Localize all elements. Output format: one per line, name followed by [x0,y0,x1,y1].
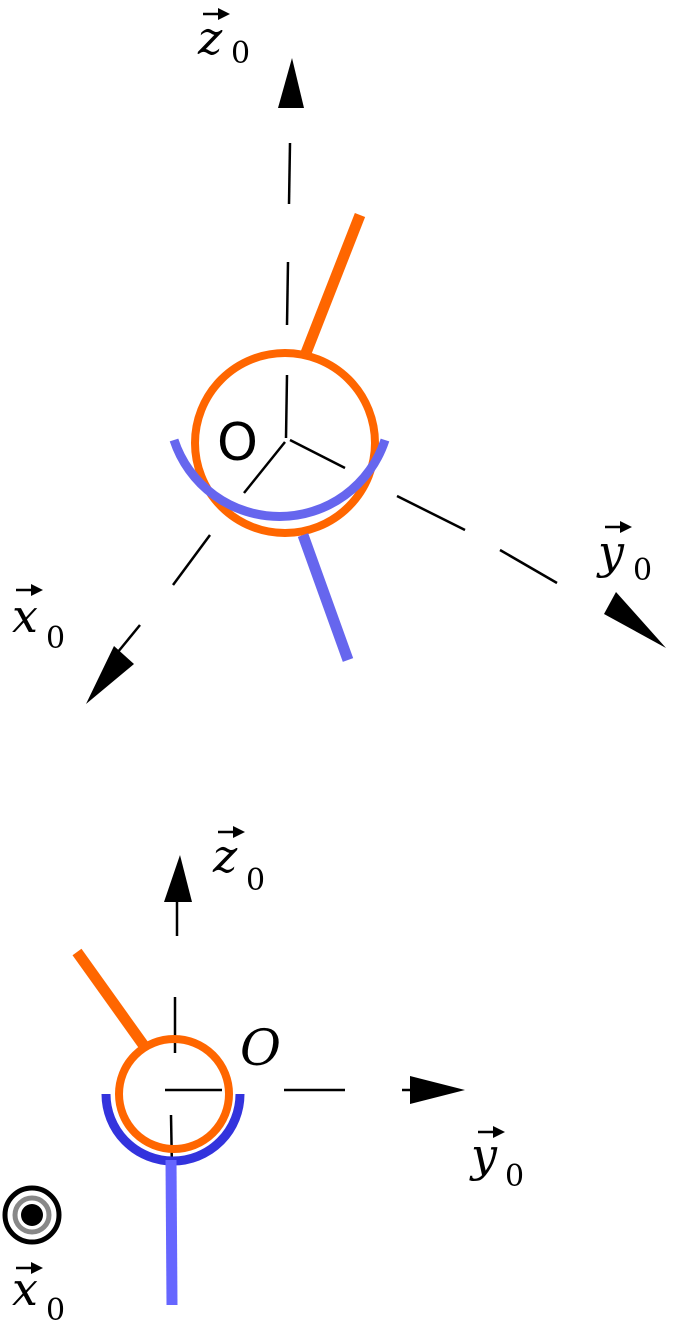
top-y-label: y 0 [596,521,652,588]
top-y-label-letter: y [596,525,625,579]
top-blue-half-ring [169,438,390,521]
side-z-label-subscript: 0 [246,863,265,898]
top-x-arrowhead [86,646,134,704]
top-orange-link [298,212,366,361]
top-x-axis-seg-1 [243,441,286,494]
out-of-page-outer-ring [2,1185,62,1245]
top-origin-label: O [217,413,258,473]
top-y-arrowhead [604,592,666,648]
out-of-page-center-dot [21,1204,43,1226]
top-x-vector-arrow-head [31,584,43,596]
side-y-label-subscript: 0 [505,1159,524,1194]
side-x-label-letter: x [12,1262,38,1316]
side-z-vector-arrow-head [233,826,245,838]
top-x-label: x 0 [12,584,65,656]
top-y-axis-seg-1 [289,438,346,470]
side-z-label-letter: z [212,829,238,883]
side-z-arrowhead [164,855,192,902]
top-x-axis [86,441,286,704]
side-y-arrowhead [410,1076,465,1104]
top-x-label-letter: x [12,589,38,643]
top-z-label-letter: z [197,11,223,65]
side-orange-joint [115,1035,233,1153]
side-origin-label: O [240,1019,281,1077]
side-x-vector-arrow-head [31,1262,43,1274]
top-orange-joint [191,349,379,537]
top-z-axis-seg-1 [284,374,289,439]
side-y-vector-arrow-head [493,1126,505,1138]
top-y-vector-arrow-head [620,521,632,533]
side-x-label-subscript: 0 [46,1293,65,1325]
side-z-axis [164,855,192,1053]
top-z-label: z 0 [197,8,250,71]
side-z-label: z 0 [212,826,265,898]
side-x-label: x 0 [12,1262,65,1325]
out-of-page-dot-icon [2,1185,62,1245]
top-y-axis-seg-2 [396,494,466,532]
top-x-label-subscript: 0 [46,621,65,656]
side-orange-link [72,948,152,1054]
side-y-label: y 0 [469,1126,524,1194]
top-y-axis [289,438,666,648]
side-y-label-letter: y [469,1128,498,1182]
top-z-label-subscript: 0 [231,36,250,71]
out-of-page-inner-ring [12,1195,52,1235]
top-z-vector-arrow-head [218,8,230,20]
top-x-axis-seg-2 [171,534,212,586]
side-y-axis [165,1076,465,1104]
top-z-axis [278,58,304,439]
top-view: O z 0 y 0 x 0 [12,8,666,704]
top-z-axis-seg-2 [285,261,290,326]
side-blue-link [165,1159,178,1306]
top-z-arrowhead [278,58,304,108]
top-blue-link [297,533,354,662]
top-y-label-subscript: 0 [633,553,652,588]
top-z-axis-seg-3 [287,142,292,205]
top-y-axis-seg-3 [499,548,558,585]
side-view: O z 0 y 0 x 0 [2,826,524,1325]
